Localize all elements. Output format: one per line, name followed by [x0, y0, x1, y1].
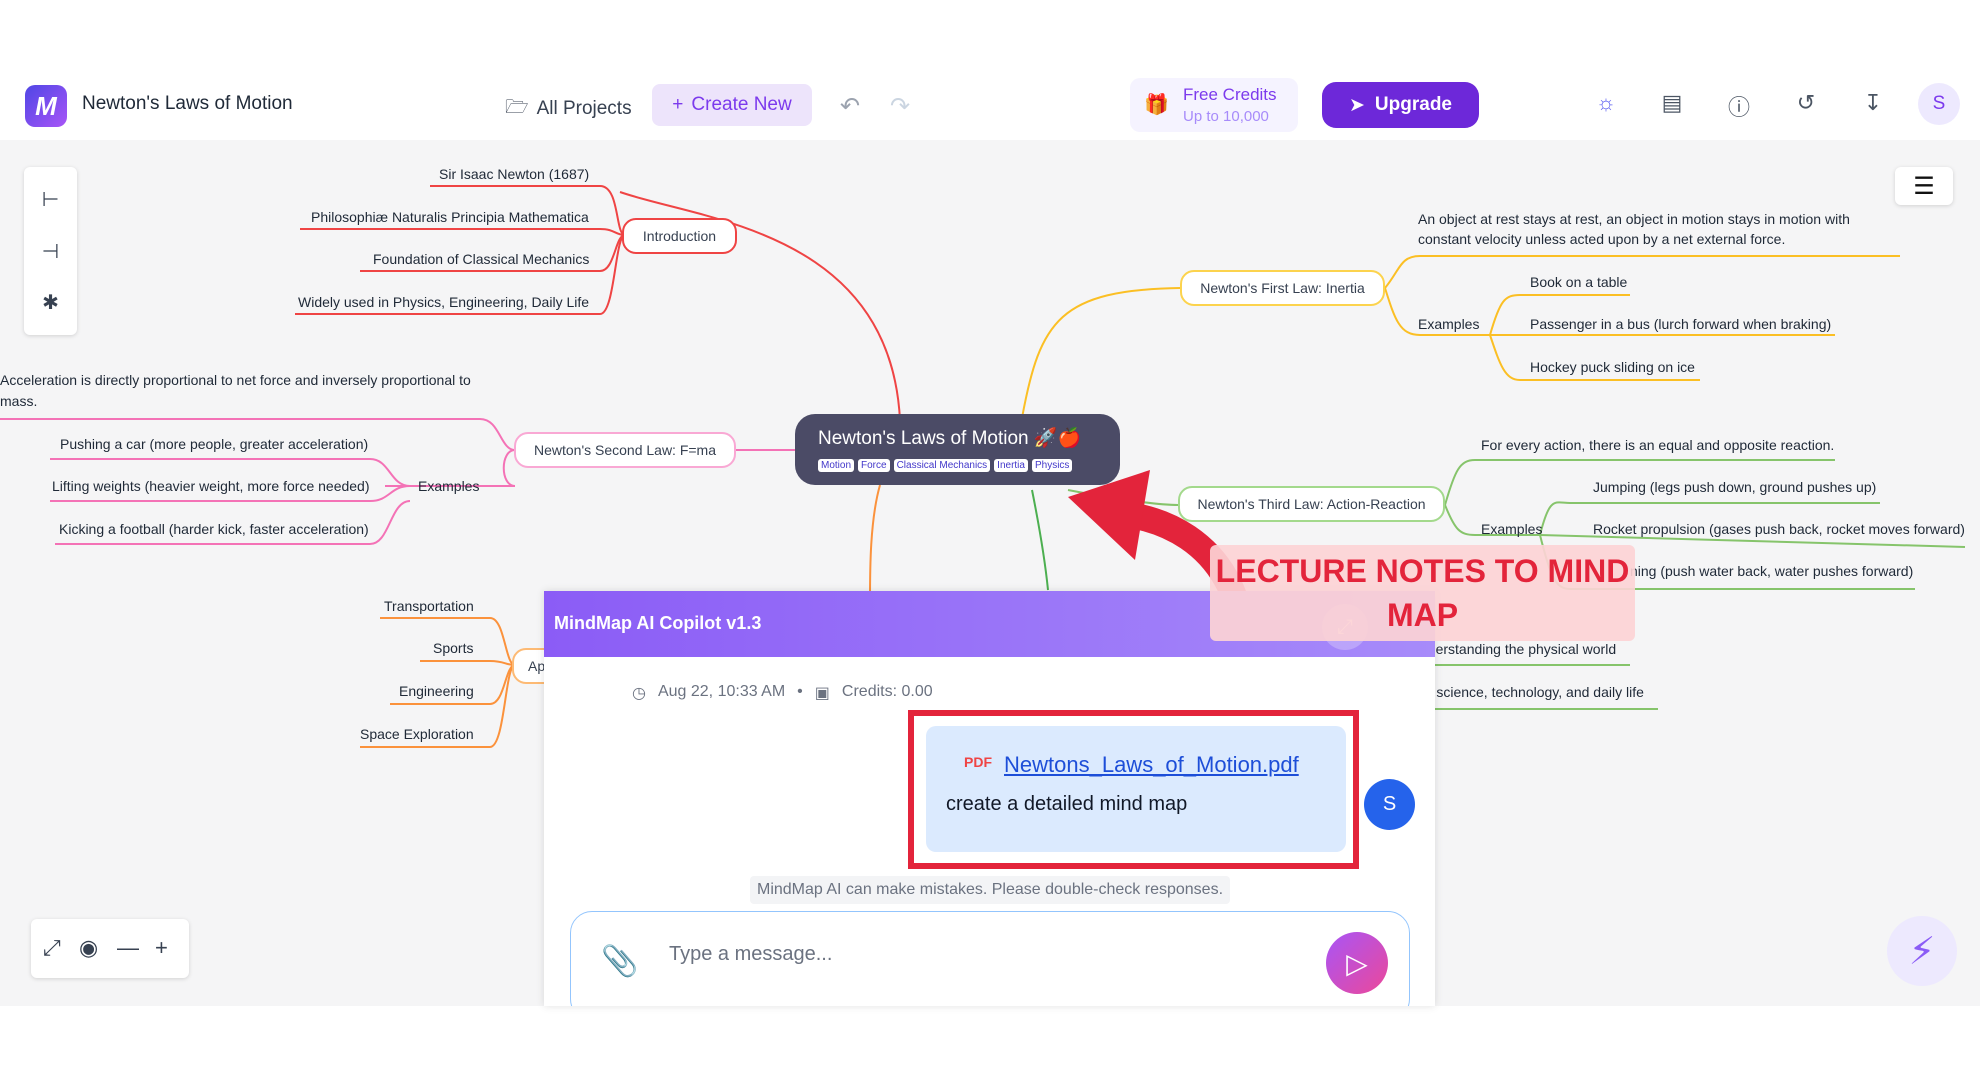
central-node[interactable]: Newton's Laws of Motion 🚀🍎 Motion Force … — [795, 414, 1120, 485]
layout-tree-icon[interactable]: ⊣ — [41, 241, 60, 263]
second-law-examples[interactable]: Examples — [418, 478, 480, 494]
ai-copilot-panel: MindMap AI Copilot v1.3 ⤢ ◷ Aug 22, 10:3… — [544, 591, 1435, 1006]
credits-used: Credits: 0.00 — [841, 683, 933, 700]
third-law-statement[interactable]: For every action, there is an equal and … — [1481, 437, 1835, 453]
tag: Inertia — [994, 459, 1028, 472]
rocket-icon: ➤ — [1349, 94, 1365, 116]
importance-item[interactable]: nderstanding the physical world — [1420, 641, 1617, 657]
sun-icon[interactable]: ☼ — [1595, 90, 1617, 115]
copilot-title: MindMap AI Copilot v1.3 — [554, 613, 762, 633]
share-icon[interactable]: ↺ — [1796, 90, 1816, 115]
second-law-example[interactable]: Lifting weights (heavier weight, more fo… — [52, 478, 370, 494]
gift-icon: 🎁 — [1144, 94, 1169, 116]
node-first-law[interactable]: Newton's First Law: Inertia — [1180, 270, 1385, 306]
tag: Physics — [1031, 459, 1073, 472]
message-placeholder: Type a message... — [669, 943, 833, 965]
tag: Motion — [818, 459, 855, 472]
node-introduction[interactable]: Introduction — [622, 218, 737, 254]
pdf-icon: PDF — [964, 754, 992, 770]
bottom-area — [0, 1006, 1980, 1080]
application-item[interactable]: Engineering — [399, 683, 474, 699]
second-law-example[interactable]: Kicking a football (harder kick, faster … — [59, 521, 369, 537]
zoom-out-icon[interactable]: — — [117, 935, 139, 960]
create-new-label: Create New — [691, 94, 792, 115]
tag: Force — [858, 459, 890, 472]
central-title: Newton's Laws of Motion 🚀🍎 — [818, 428, 1082, 449]
menu-icon[interactable]: ☰ — [1895, 167, 1953, 205]
intro-item[interactable]: Foundation of Classical Mechanics — [373, 251, 590, 267]
clock-icon: ◷ — [632, 685, 646, 702]
all-projects-button[interactable]: 🗁 All Projects — [505, 93, 632, 125]
upgrade-label: Upgrade — [1374, 94, 1452, 115]
download-icon[interactable]: ↧ — [1863, 90, 1883, 115]
card-icon: ▣ — [814, 685, 830, 702]
layout-radial-icon[interactable]: ✱ — [42, 292, 59, 314]
callout-label: LECTURE NOTES TO MIND MAP — [1210, 545, 1635, 641]
first-law-example[interactable]: Passenger in a bus (lurch forward when b… — [1530, 316, 1832, 332]
free-credits-button[interactable]: 🎁 Free Credits Up to 10,000 — [1130, 78, 1298, 132]
first-law-statement-cont[interactable]: constant velocity unless acted upon by a… — [1418, 231, 1786, 247]
application-item[interactable]: Transportation — [384, 598, 474, 614]
book-icon[interactable]: ▤ — [1661, 90, 1683, 115]
locate-icon[interactable]: ◉ — [79, 935, 99, 960]
folder-icon: 🗁 — [505, 97, 529, 118]
send-button[interactable]: ▷ — [1326, 932, 1388, 994]
second-law-statement-cont[interactable]: mass. — [0, 393, 38, 409]
bolt-icon[interactable]: ⚡ — [1887, 916, 1957, 986]
first-law-example[interactable]: Book on a table — [1530, 274, 1628, 290]
application-item[interactable]: Space Exploration — [360, 726, 474, 742]
meta-separator: • — [797, 683, 803, 700]
user-message-text: create a detailed mind map — [946, 793, 1188, 815]
logo-icon[interactable]: M — [25, 85, 67, 127]
importance-item[interactable]: rn science, technology, and daily life — [1420, 684, 1644, 700]
help-icon[interactable]: ⓘ — [1727, 95, 1750, 120]
top-bar — [0, 75, 1980, 140]
second-law-statement[interactable]: Acceleration is directly proportional to… — [0, 372, 471, 388]
tag-list: Motion Force Classical Mechanics Inertia… — [818, 459, 1073, 472]
intro-item[interactable]: Philosophiæ Naturalis Principia Mathemat… — [311, 209, 589, 225]
ai-disclaimer: MindMap AI can make mistakes. Please dou… — [750, 876, 1231, 904]
third-law-example[interactable]: Rocket propulsion (gases push back, rock… — [1593, 521, 1965, 537]
fit-screen-icon[interactable]: ⤢ — [43, 935, 61, 960]
upgrade-button[interactable]: ➤ Upgrade — [1322, 82, 1479, 128]
send-icon: ▷ — [1346, 947, 1368, 979]
message-meta: ◷ Aug 22, 10:33 AM • ▣ Credits: 0.00 — [632, 683, 933, 703]
user-message-bubble: PDF Newtons_Laws_of_Motion.pdf create a … — [926, 726, 1346, 852]
highlight-box — [908, 710, 1359, 869]
all-projects-label: All Projects — [536, 98, 632, 119]
node-second-law[interactable]: Newton's Second Law: F=ma — [514, 432, 736, 468]
zoom-controls: ⤢ ◉ — + — [31, 919, 189, 978]
message-input[interactable]: 📎 Type a message... — [570, 911, 1410, 1006]
attached-file-link[interactable]: Newtons_Laws_of_Motion.pdf — [1004, 752, 1299, 777]
credits-sub-label: Up to 10,000 — [1183, 108, 1269, 125]
zoom-in-icon[interactable]: + — [155, 935, 168, 960]
free-credits-label: Free Credits — [1183, 85, 1277, 104]
application-item[interactable]: Sports — [433, 640, 474, 656]
tag: Classical Mechanics — [893, 459, 991, 472]
node-third-law[interactable]: Newton's Third Law: Action-Reaction — [1178, 486, 1445, 522]
create-new-button[interactable]: + Create New — [652, 84, 812, 126]
redo-icon[interactable]: ↷ — [890, 93, 911, 120]
third-law-examples[interactable]: Examples — [1481, 521, 1543, 537]
tool-panel: ⊢ ⊣ ✱ — [24, 167, 77, 335]
layout-right-icon[interactable]: ⊢ — [41, 189, 60, 211]
third-law-example[interactable]: ning (push water back, water pushes forw… — [1630, 563, 1914, 579]
paperclip-icon[interactable]: 📎 — [601, 945, 639, 978]
plus-icon: + — [672, 94, 684, 115]
project-title[interactable]: Newton's Laws of Motion — [82, 93, 293, 114]
third-law-example[interactable]: Jumping (legs push down, ground pushes u… — [1593, 479, 1877, 495]
first-law-statement[interactable]: An object at rest stays at rest, an obje… — [1418, 211, 1850, 227]
user-avatar[interactable]: S — [1918, 83, 1960, 125]
first-law-examples[interactable]: Examples — [1418, 316, 1480, 332]
user-avatar-chat: S — [1364, 779, 1415, 830]
message-timestamp: Aug 22, 10:33 AM — [657, 683, 786, 700]
second-law-example[interactable]: Pushing a car (more people, greater acce… — [60, 436, 369, 452]
intro-item[interactable]: Widely used in Physics, Engineering, Dai… — [298, 294, 590, 310]
undo-icon[interactable]: ↶ — [840, 93, 861, 120]
first-law-example[interactable]: Hockey puck sliding on ice — [1530, 359, 1695, 375]
intro-item[interactable]: Sir Isaac Newton (1687) — [439, 166, 590, 182]
